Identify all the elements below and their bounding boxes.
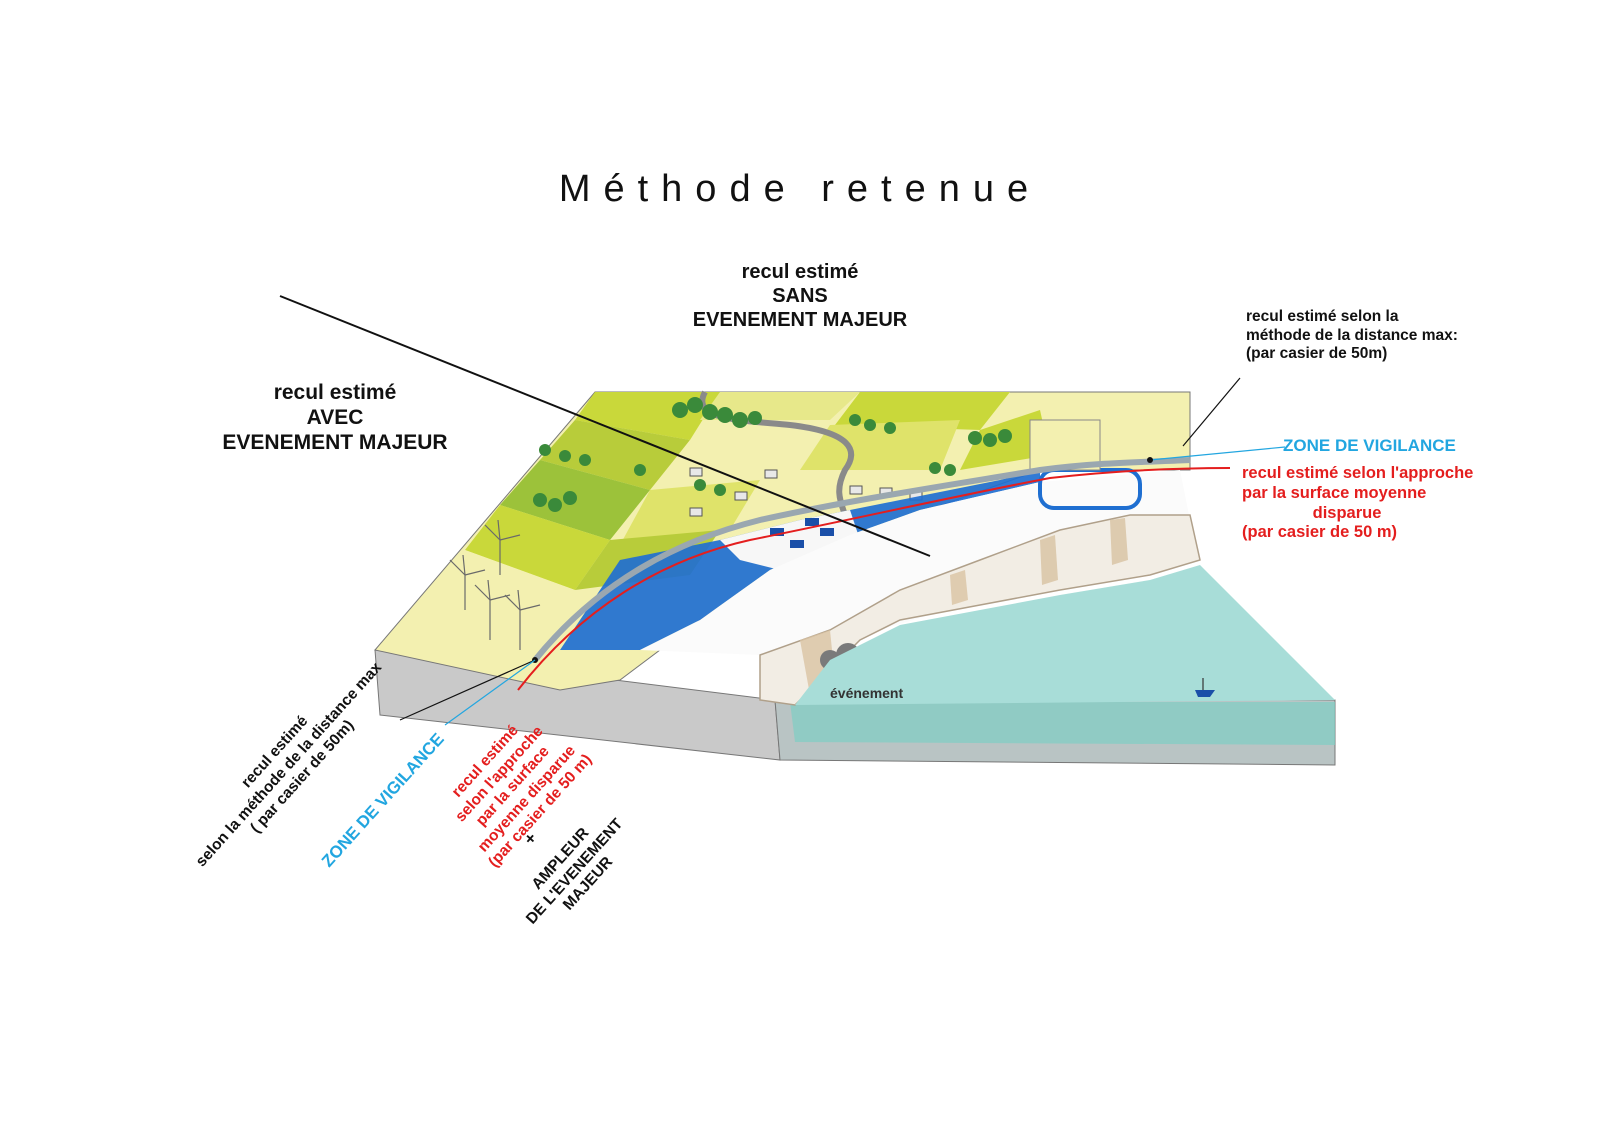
label-right-surface: recul estimé selon l'approche par la sur… [1242,464,1474,542]
sea [795,565,1335,705]
coastal-plain [640,470,1190,655]
sea-front-face [790,702,1335,745]
leader-line-bottom-max [399,659,536,721]
urban-zone [560,470,1040,650]
leader-line-right-zone [1149,446,1286,461]
houses [689,467,923,517]
leader-line-avec [279,295,931,557]
label-sans: recul estimé SANS EVENEMENT MAJEUR [692,261,908,331]
label-event: événement [830,685,904,701]
leader-line-bottom-zone [444,659,536,726]
trees [533,397,1012,512]
wind-turbines [449,519,541,650]
red-retreat-line [517,467,1231,691]
diagram-title: Méthode retenue [558,168,1042,210]
label-avec: recul estimé AVEC EVENEMENT MAJEUR [222,381,448,455]
leader-line-right-max [1182,377,1241,447]
boat [1195,690,1215,697]
vigilance-line [532,457,1191,662]
label-right-distance-max: recul estimé selon la méthode de la dist… [1246,308,1458,363]
label-right-zone-vigilance: ZONE DE VIGILANCE [1283,436,1456,455]
